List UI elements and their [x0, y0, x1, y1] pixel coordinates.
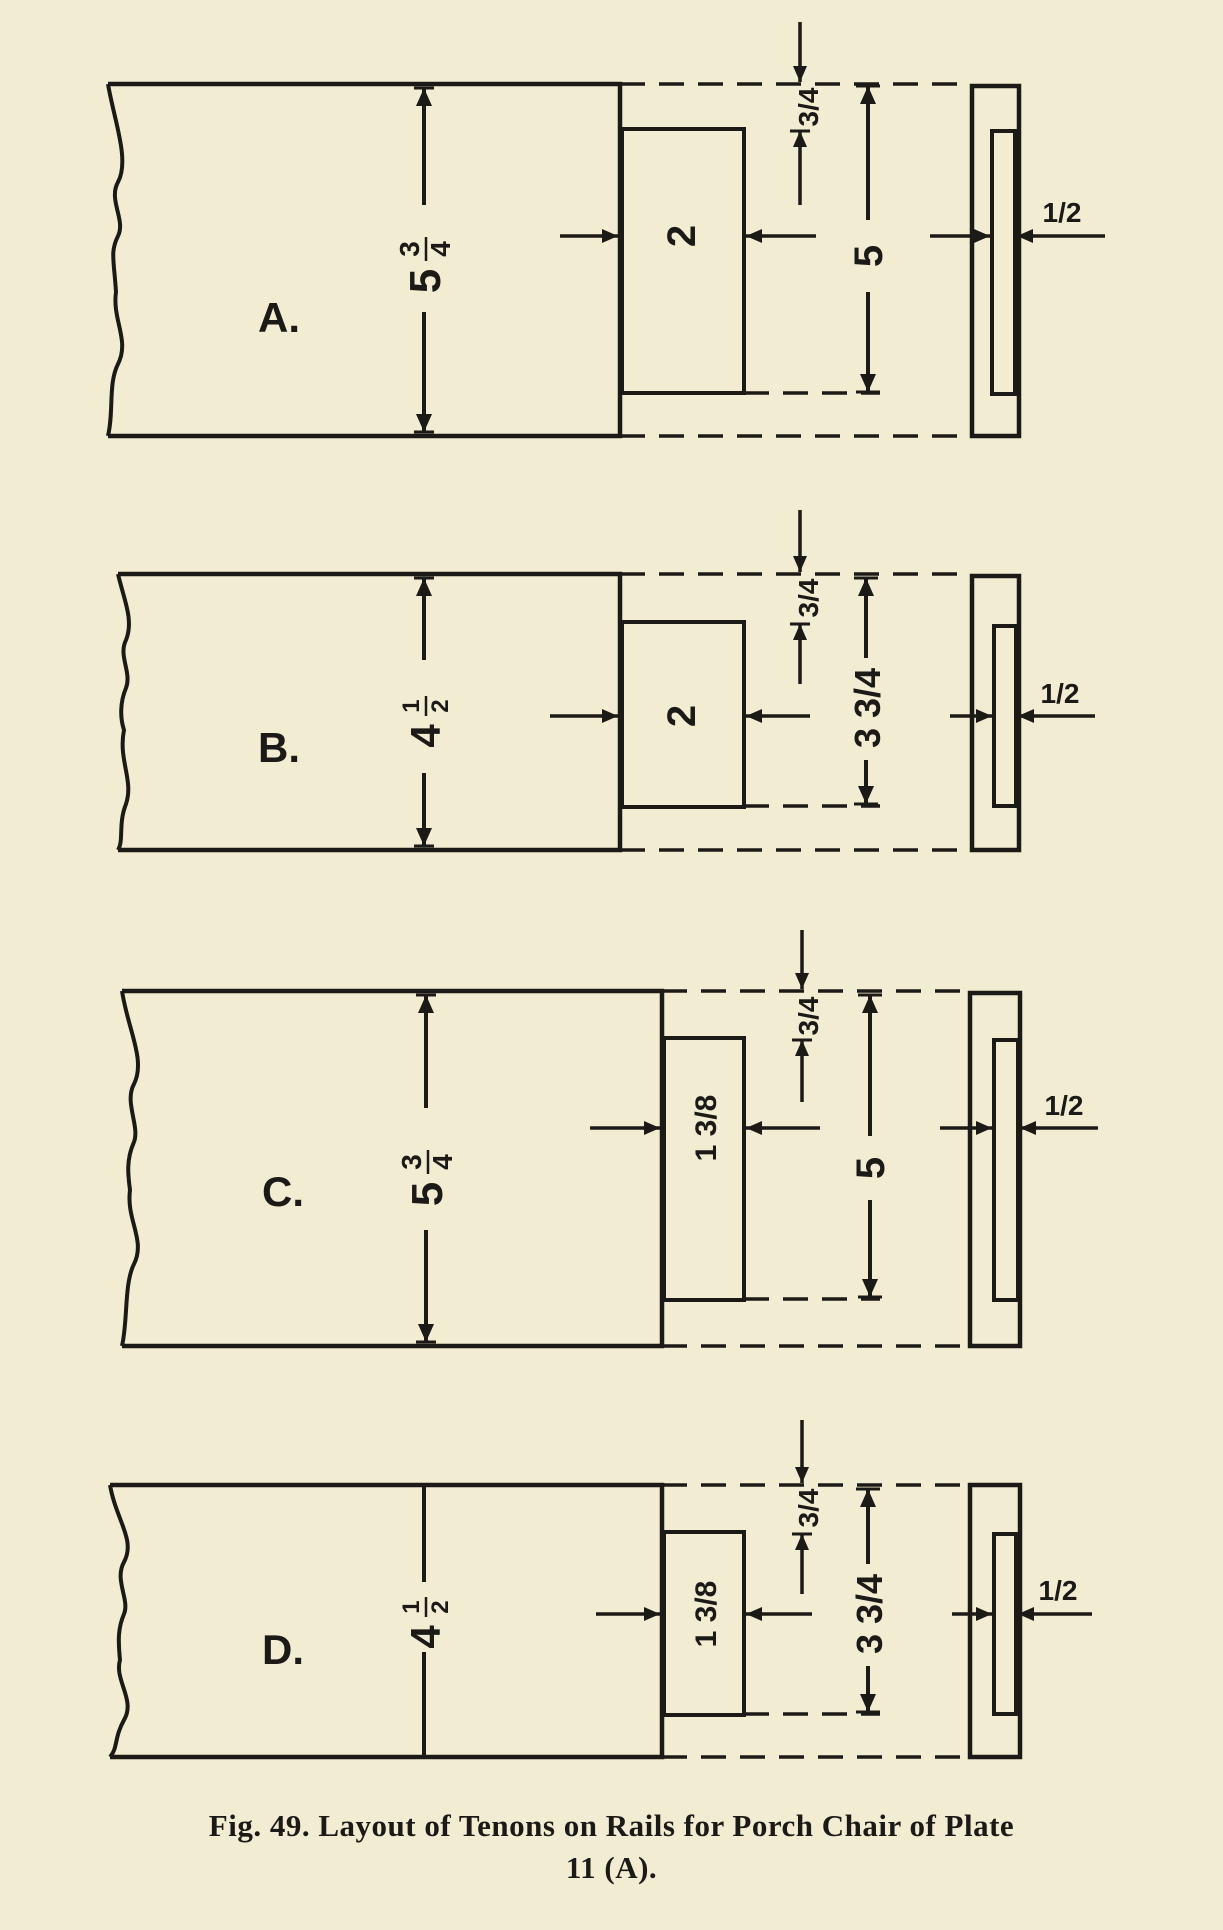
- drawing-b: 4 1 2 2 3/4: [116, 510, 1095, 853]
- dim-tenon-width-d: 3 3/4: [849, 1487, 890, 1714]
- rail-width-whole: 5: [403, 1182, 452, 1206]
- shoulder-label: 3/4: [793, 996, 824, 1035]
- tenon-width-label: 5: [849, 1157, 893, 1179]
- dim-tenon-thickness-a: 1/2: [930, 197, 1105, 243]
- tenon-face-d: [662, 1530, 746, 1717]
- drawing-c: 5 3 4 1 3/8 3/4: [120, 930, 1098, 1349]
- mortise-section-d: [992, 1532, 1018, 1716]
- tenon-face-b: [620, 620, 746, 809]
- tenon-thickness-label: 1/2: [1041, 678, 1080, 709]
- tenon-width-label: 5: [847, 245, 891, 267]
- rail-width-label-b: 4 1 2: [398, 696, 454, 748]
- rail-width-num: 1: [398, 1600, 425, 1613]
- tenon-length-label: 1 3/8: [690, 1581, 723, 1648]
- rail-outline-b: [118, 571, 623, 853]
- rail-width-whole: 4: [402, 724, 449, 748]
- rail-width-den: 4: [427, 1154, 458, 1170]
- shoulder-label: 3/4: [793, 578, 824, 617]
- tenon-length-label: 1 3/8: [690, 1095, 723, 1162]
- dim-rail-width-a: [414, 86, 434, 434]
- dim-shoulder-b: 3/4: [790, 510, 824, 684]
- rail-width-label-d: 4 1 2: [398, 1582, 454, 1652]
- dim-tenon-width-a: 5: [847, 84, 891, 394]
- mortise-section-c: [992, 1038, 1020, 1302]
- tenon-width-label: 3 3/4: [847, 668, 888, 748]
- tenon-length-label: 2: [660, 705, 704, 727]
- tenon-thickness-label: 1/2: [1045, 1090, 1084, 1121]
- rail-width-den: 2: [427, 1600, 454, 1613]
- tenon-face-a: [620, 127, 746, 395]
- figure-caption-line-2: 11 (A).: [565, 1850, 658, 1885]
- dim-tenon-length-d: 1 3/8: [596, 1581, 812, 1648]
- dim-tenon-width-c: 5: [849, 993, 893, 1299]
- mortise-section-a: [990, 129, 1017, 396]
- break-line-a: [106, 83, 125, 437]
- dim-tenon-length-c: 1 3/8: [590, 1095, 820, 1162]
- tenon-thickness-label: 1/2: [1039, 1575, 1078, 1606]
- dim-tenon-thickness-c: 1/2: [940, 1090, 1098, 1135]
- rail-outline-a: [108, 81, 623, 439]
- dim-rail-width-c: [416, 993, 436, 1344]
- rail-letter-b: B.: [258, 724, 300, 771]
- tenon-width-label: 3 3/4: [849, 1574, 890, 1654]
- stile-section-b: [969, 573, 1022, 853]
- dim-rail-width-b: [414, 576, 434, 848]
- dim-tenon-length-b: 2: [550, 705, 810, 727]
- rail-outline-d: [110, 1482, 665, 1760]
- rail-width-den: 2: [427, 699, 454, 712]
- dim-tenon-width-b: 3 3/4: [847, 576, 888, 806]
- rail-width-num: 1: [398, 699, 425, 712]
- rail-outline-c: [122, 988, 665, 1349]
- rail-width-num: 3: [394, 241, 425, 257]
- rail-letter-d: D.: [262, 1626, 304, 1673]
- rail-letter-c: C.: [262, 1168, 304, 1215]
- dim-shoulder-a: 3/4: [790, 22, 824, 205]
- dim-tenon-thickness-d: 1/2: [952, 1575, 1092, 1621]
- figure-caption-line-1: Fig. 49. Layout of Tenons on Rails for P…: [208, 1808, 1015, 1843]
- rail-width-whole: 5: [401, 269, 450, 293]
- dim-shoulder-c: 3/4: [792, 930, 824, 1102]
- dim-shoulder-d: 3/4: [792, 1420, 824, 1594]
- stile-section-d: [967, 1482, 1023, 1760]
- drawing-a: 5 3 4 2 3/4: [106, 22, 1105, 439]
- mortise-section-b: [992, 624, 1018, 808]
- rail-width-label-c: 5 3 4: [396, 1150, 458, 1206]
- drawing-d: 4 1 2 1 3/8 3/4: [108, 1420, 1092, 1760]
- break-line-b: [116, 573, 131, 852]
- tenon-length-label: 2: [660, 225, 704, 247]
- dim-tenon-thickness-b: 1/2: [950, 678, 1095, 723]
- rail-width-label-a: 5 3 4: [394, 237, 456, 293]
- tenon-thickness-label: 1/2: [1043, 197, 1082, 228]
- rail-width-den: 4: [425, 241, 456, 257]
- tenon-face-c: [662, 1036, 746, 1302]
- break-line-d: [108, 1484, 130, 1759]
- shoulder-label: 3/4: [793, 1488, 824, 1527]
- rail-width-num: 3: [396, 1154, 427, 1170]
- rail-letter-a: A.: [258, 294, 300, 341]
- dim-tenon-length-a: 2: [560, 225, 816, 247]
- rail-width-whole: 4: [402, 1625, 449, 1649]
- stile-section-a: [969, 83, 1022, 439]
- shoulder-label: 3/4: [793, 87, 824, 126]
- break-line-c: [120, 990, 140, 1347]
